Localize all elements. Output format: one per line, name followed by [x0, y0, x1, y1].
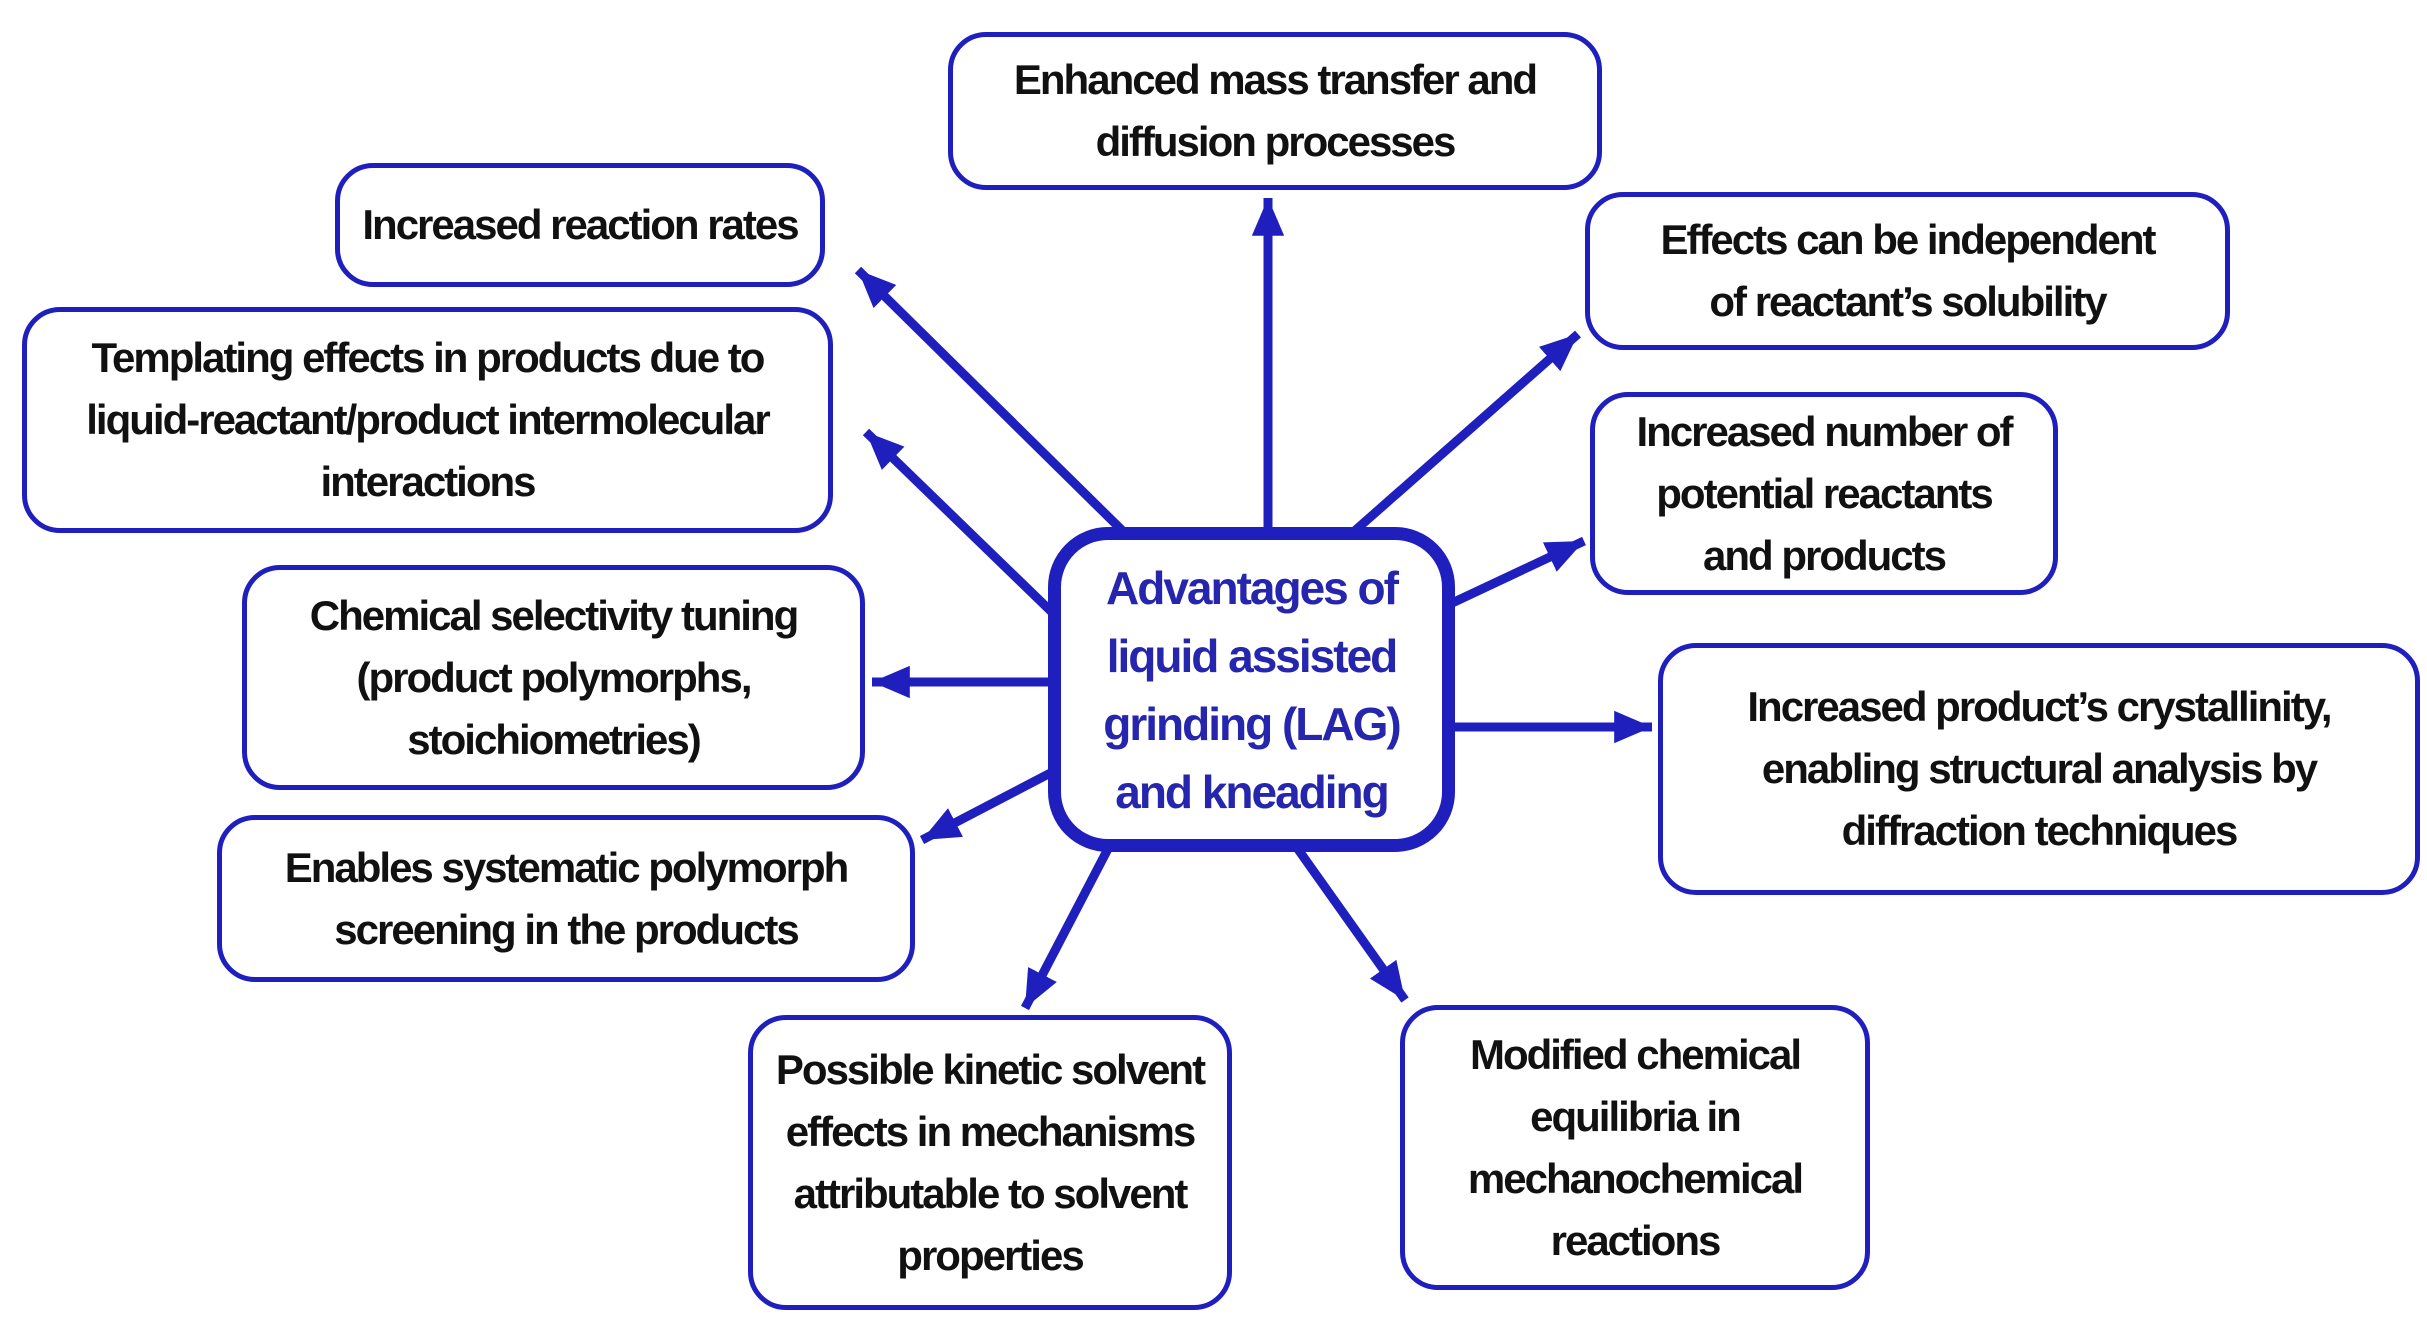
node-templating-effects: Templating effects in products due to li…: [22, 307, 833, 533]
node-increased-reaction-rates: Increased reaction rates: [335, 163, 825, 287]
node-polymorph-screening: Enables systematic polymorph screening i…: [217, 815, 915, 982]
node-chemical-selectivity: Chemical selectivity tuning (product pol…: [242, 565, 865, 790]
arrow-solubility-independent: [1347, 330, 1581, 539]
node-solubility-independent: Effects can be independent of reactant’s…: [1585, 192, 2230, 350]
arrow-increased-reaction-rates: [854, 266, 1144, 552]
arrow-more-reactants-products: [1448, 536, 1586, 609]
node-kinetic-solvent-effects: Possible kinetic solvent effects in mech…: [748, 1015, 1232, 1310]
arrow-polymorph-screening: [919, 764, 1063, 844]
node-more-reactants-products: Increased number of potential reactants …: [1590, 392, 2058, 595]
arrow-kinetic-solvent-effects: [1021, 842, 1114, 1011]
node-modified-equilibria: Modified chemical equilibria in mechanoc…: [1400, 1005, 1870, 1290]
center-node-lag-advantages: Advantages of liquid assisted grinding (…: [1048, 527, 1455, 852]
node-enhanced-mass-transfer: Enhanced mass transfer and diffusion pro…: [948, 32, 1602, 190]
node-increased-crystallinity: Increased product’s crystallinity, enabl…: [1658, 643, 2420, 895]
arrow-templating-effects: [862, 428, 1064, 624]
arrow-modified-equilibria: [1291, 842, 1409, 1003]
